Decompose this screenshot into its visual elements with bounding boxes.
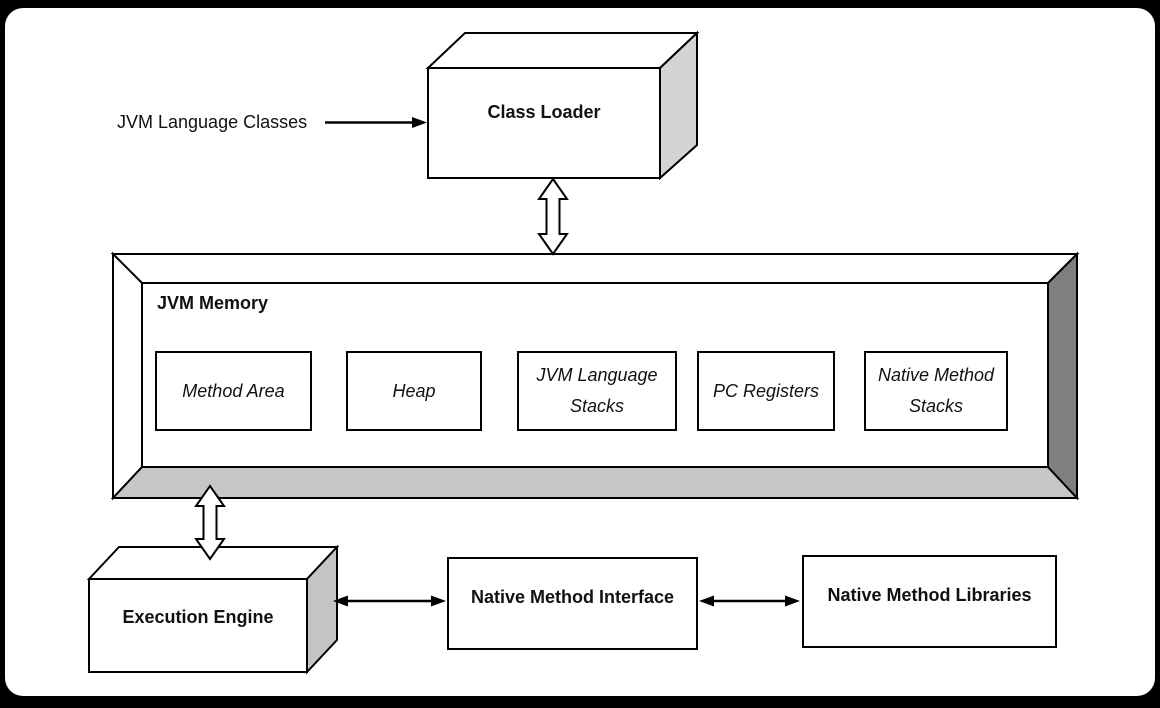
memory-area-label: PC Registers	[712, 380, 820, 401]
jvm-memory-label: JVM Memory	[157, 293, 269, 313]
double-arrow-icon-execution-engine-nmi	[333, 595, 446, 607]
memory-area-box-pc-registers: PC Registers	[697, 351, 835, 431]
execution-engine-label: Execution Engine	[122, 607, 274, 627]
memory-area-label: Heap	[392, 380, 436, 401]
native-method-libraries-label: Native Method Libraries	[827, 585, 1032, 605]
jvm-memory-frame-left-face	[112, 251, 143, 501]
memory-area-label: Method Area	[182, 380, 285, 401]
native-method-interface-label: Native Method Interface	[470, 587, 675, 607]
double-arrow-icon-jvm-memory-execution-engine	[194, 484, 226, 561]
memory-area-box-native-method-stacks: Native Method Stacks	[864, 351, 1008, 431]
arrow-icon-jvm-classes-to-class-loader	[325, 117, 427, 128]
double-arrow-icon-nmi-nml	[699, 595, 800, 607]
class-loader-top-face	[425, 32, 700, 69]
double-arrow-icon-class-loader-jvm-memory	[537, 177, 569, 256]
jvm-memory-frame-right-face	[1047, 251, 1078, 501]
jvm-language-classes-label: JVM Language Classes	[117, 112, 308, 132]
memory-area-box-method-area: Method Area	[155, 351, 312, 431]
native-method-libraries-box: Native Method Libraries	[802, 555, 1057, 648]
class-loader-label: Class Loader	[487, 101, 601, 122]
memory-area-label: Native Method Stacks	[877, 365, 995, 416]
memory-area-label: JVM Language Stacks	[536, 365, 658, 416]
memory-area-box-jvm-language-stacks: JVM Language Stacks	[517, 351, 677, 431]
jvm-memory-frame	[110, 251, 1080, 501]
memory-area-box-heap: Heap	[346, 351, 482, 431]
execution-engine-front-face	[88, 578, 308, 673]
class-loader-front-face	[427, 67, 661, 179]
execution-engine-box	[86, 544, 340, 675]
jvm-memory-frame-top-face	[110, 253, 1080, 284]
jvm-memory-frame-bottom-face	[110, 466, 1080, 499]
native-method-interface-box: Native Method Interface	[447, 557, 698, 650]
class-loader-box	[425, 30, 700, 181]
